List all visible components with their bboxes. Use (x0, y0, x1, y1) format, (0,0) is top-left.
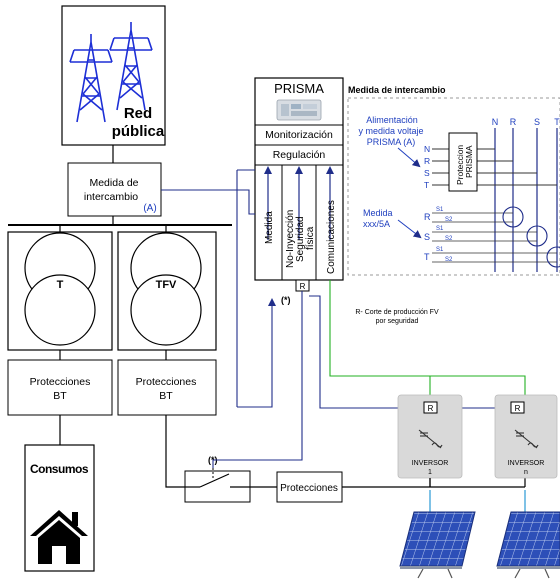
prisma-col-noinjection: No-Inyección (285, 210, 296, 268)
prisma-relay-label: R (300, 282, 306, 291)
transformer-left-label: T (57, 279, 64, 291)
svg-text:S1: S1 (436, 226, 444, 232)
transformer-right-label: TFV (156, 279, 177, 291)
protections-bt-left: Protecciones BT (7, 359, 113, 416)
exchange-meter-box: Medida de intercambio (A) (67, 162, 162, 217)
prisma-col-comms: Comunicaciones (326, 200, 337, 274)
prisma-regulation: Regulación (273, 149, 326, 161)
solar-panel-icon (399, 511, 476, 579)
inset-supply-line2: y medida voltaje (358, 126, 423, 136)
inverter-1-label: INVERSOR (412, 460, 449, 467)
meter-tag: (A) (143, 203, 156, 214)
cutoff-switch (184, 468, 251, 503)
prisma-title: PRISMA (274, 81, 324, 96)
grid-box: Red pública (61, 5, 166, 146)
prisma-unit: PRISMA Monitorización Regulación Medida … (254, 77, 344, 292)
protections-box: Protecciones (276, 471, 343, 503)
inset-measure-line2: xxx/5A (363, 219, 390, 229)
svg-text:S: S (424, 232, 430, 242)
inverter-symbol-icon (418, 429, 443, 449)
inset-measure-line1: Medida (363, 208, 393, 218)
grid-title-line2: pública (112, 123, 165, 140)
transformer-left (7, 231, 113, 351)
inset-title: Medida de intercambio (348, 85, 446, 95)
inset-protection-box (448, 132, 478, 192)
bus-label-t: T (554, 117, 560, 127)
inverter-n-label: INVERSOR (508, 460, 545, 467)
svg-text:S: S (424, 168, 430, 178)
svg-text:S1: S1 (436, 207, 444, 213)
inverter-1-number: 1 (428, 469, 432, 476)
svg-text:T: T (424, 252, 430, 262)
comms-line (329, 280, 526, 395)
grid-title-line1: Red (124, 105, 152, 122)
protections-bottom-label: Protecciones (280, 483, 338, 494)
protections-bt-right-line2: BT (159, 390, 173, 402)
meter-label-line1: Medida de (89, 177, 138, 189)
protections-bt-left-line2: BT (53, 390, 67, 402)
svg-text:S1: S1 (436, 247, 444, 253)
prisma-asterisk: (*) (281, 295, 291, 305)
inset-supply-line3: PRISMA (A) (367, 137, 416, 147)
protections-bt-right-line1: Protecciones (136, 376, 197, 388)
svg-text:R: R (424, 156, 430, 166)
bus-label-r: R (510, 117, 517, 127)
inverter-n-number: n (524, 469, 528, 476)
svg-text:S2: S2 (445, 236, 453, 242)
measure-signal-line (161, 189, 255, 215)
protections-bt-right: Protecciones BT (117, 359, 217, 416)
prisma-col-physical: física (305, 226, 316, 250)
prisma-monitoring: Monitorización (265, 129, 333, 141)
inverter-1: R INVERSOR 1 (397, 394, 463, 479)
prisma-device-icon (276, 99, 322, 121)
measure-feedback-line (237, 298, 276, 408)
relay-note-line1: R- Corte de producción FV (355, 309, 439, 316)
consumption-label: Consumos (30, 462, 89, 476)
transmission-tower-icon (69, 22, 153, 123)
solar-panel-icon (496, 511, 560, 579)
consumption-box: Consumos (24, 444, 95, 572)
inverter-n: R INVERSOR n (494, 394, 558, 479)
inset-protection-line1: Proteccion (455, 145, 465, 185)
prisma-col-safety: Seguridad (295, 216, 306, 262)
meter-label-line2: intercambio (84, 191, 138, 203)
inverter-symbol-icon (514, 429, 539, 449)
svg-text:T: T (424, 180, 429, 190)
inverter-1-relay-label: R (428, 404, 434, 413)
inverter-n-relay-label: R (515, 404, 521, 413)
svg-text:S2: S2 (445, 257, 453, 263)
pv-ac-line (165, 415, 185, 488)
inset-protection-line2: PRISMA (464, 145, 474, 178)
bus-label-s: S (534, 117, 540, 127)
protections-bt-left-line1: Protecciones (30, 376, 91, 388)
relay-control-line (212, 291, 303, 468)
bus-label-n: N (492, 117, 499, 127)
inverter-n-relay (510, 401, 525, 414)
inverter-1-relay (423, 401, 438, 414)
inset-supply-line1: Alimentación (366, 115, 418, 125)
relay-note-line2: por seguridad (376, 318, 419, 325)
prisma-col-measure: Medida (264, 211, 275, 244)
house-icon (30, 510, 88, 564)
svg-text:S2: S2 (445, 217, 453, 223)
exchange-measure-inset: Medida de intercambio Alimentación y med… (347, 85, 560, 276)
svg-text:N: N (424, 144, 430, 154)
transformer-right (117, 231, 217, 351)
svg-text:R: R (424, 212, 431, 222)
